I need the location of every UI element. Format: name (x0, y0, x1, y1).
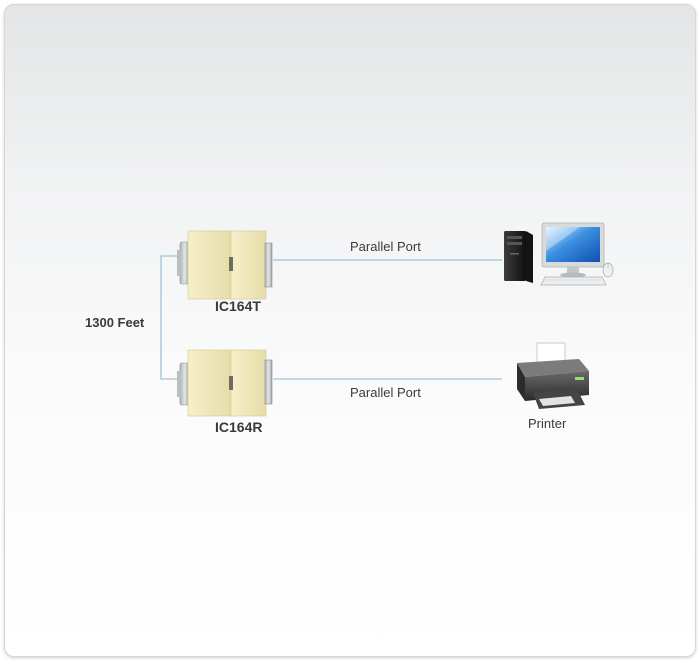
diagram-frame: 1300 Feet IC164T IC164R Parallel Port Pa… (4, 4, 696, 657)
bottom-link-label: Parallel Port (350, 385, 421, 400)
transmitter-label: IC164T (215, 298, 261, 314)
cable-line (160, 255, 183, 380)
distance-label: 1300 Feet (85, 315, 145, 330)
receiver-label: IC164R (215, 419, 262, 435)
top-link-label: Parallel Port (350, 239, 421, 254)
transmitter-connector (177, 230, 273, 300)
connection-diagram: 1300 Feet IC164T IC164R Parallel Port Pa… (85, 222, 614, 435)
computer-icon (504, 222, 614, 286)
printer-label: Printer (528, 416, 567, 431)
receiver-connector (177, 349, 273, 417)
printer-icon (517, 342, 589, 409)
